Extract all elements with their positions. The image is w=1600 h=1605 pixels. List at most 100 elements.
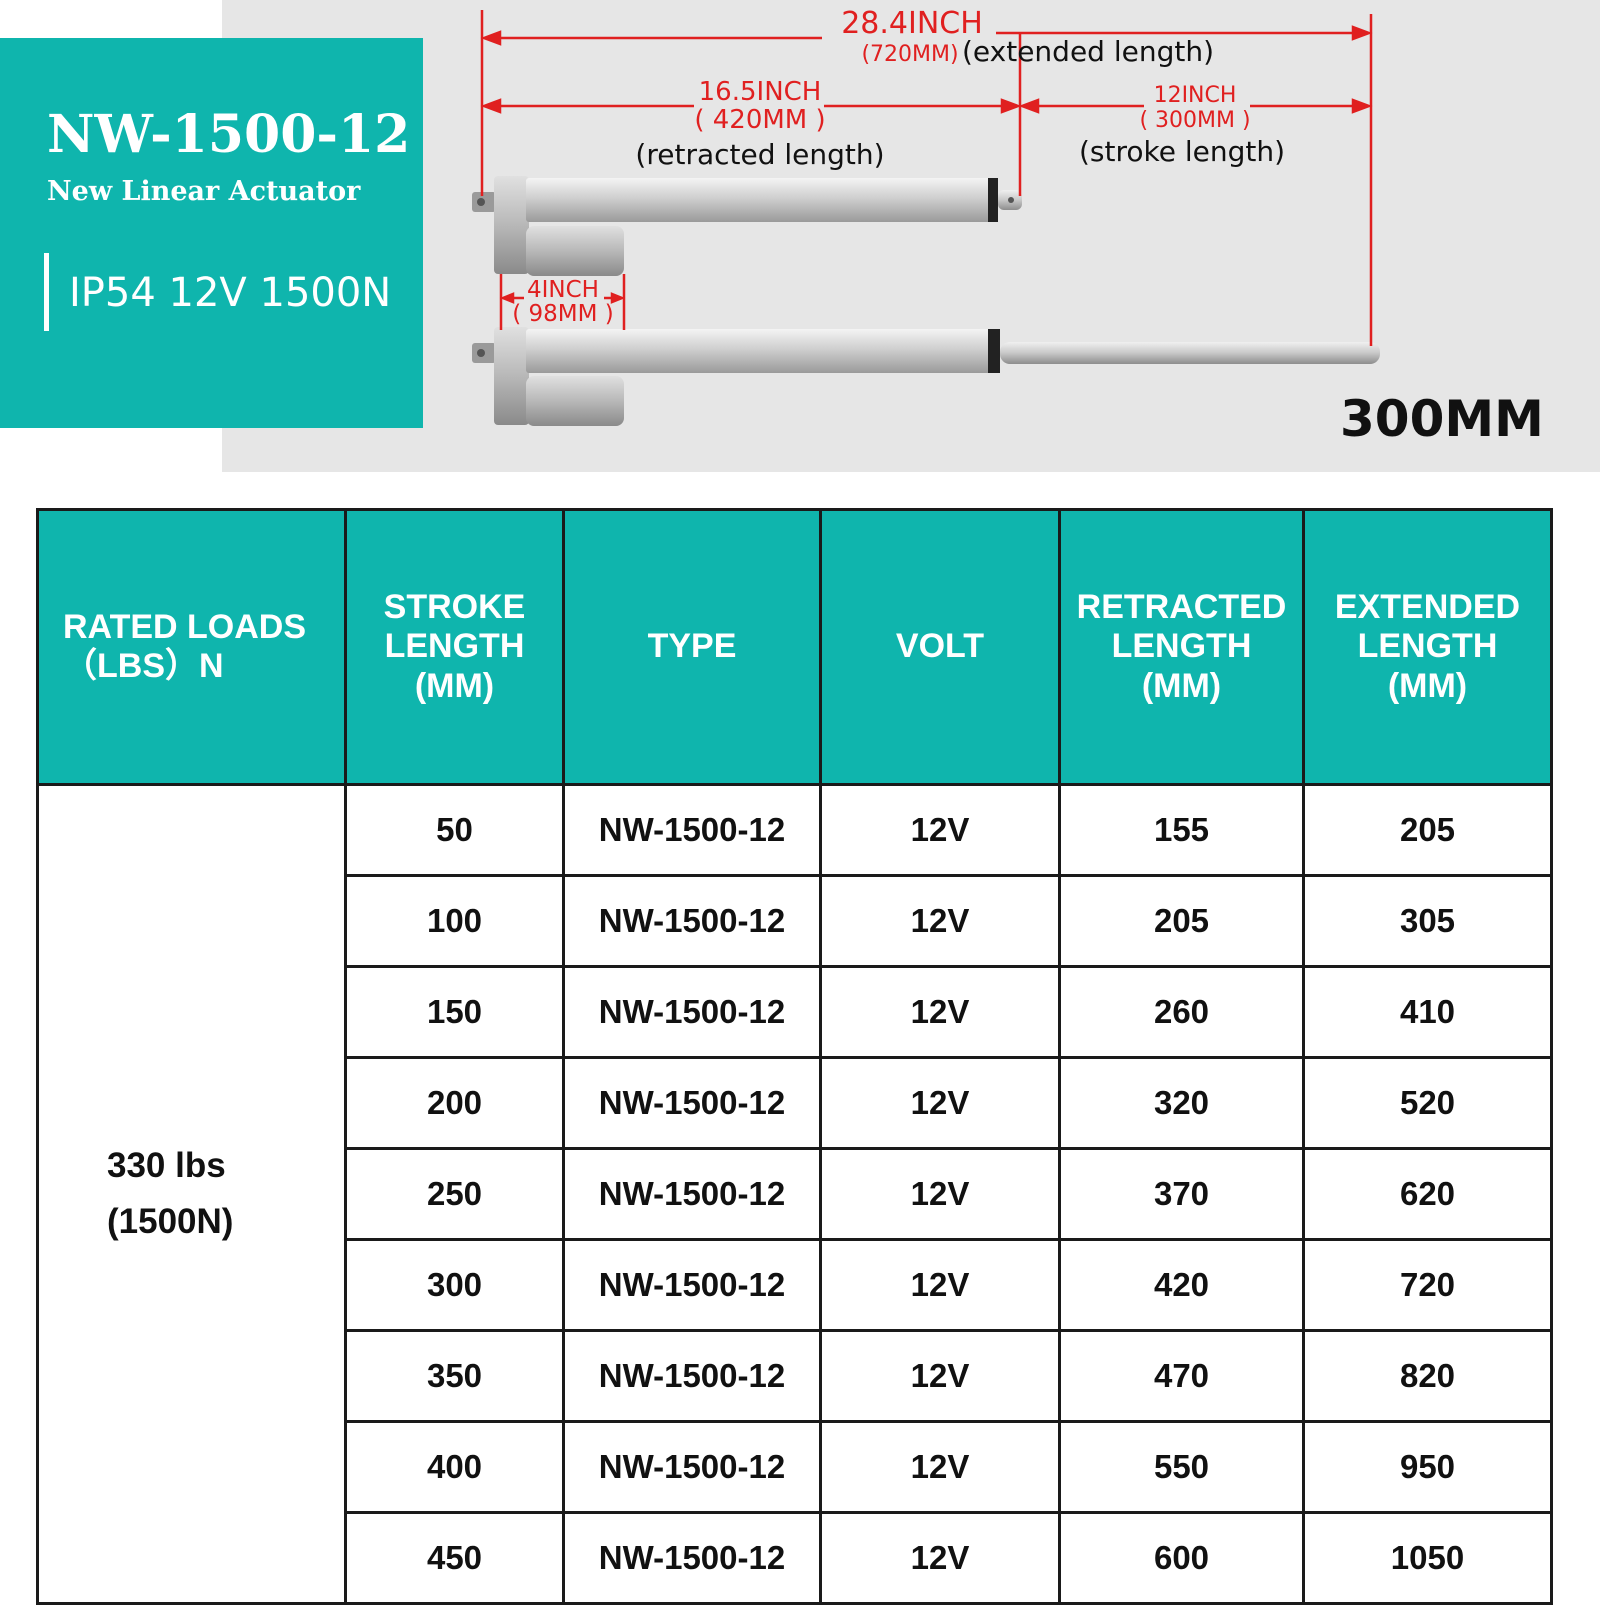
- arrow-head: [480, 30, 502, 46]
- rod-hole: [1008, 197, 1014, 203]
- volt-cell: 12V: [819, 1420, 1061, 1514]
- volt-cell: 12V: [819, 1329, 1061, 1423]
- arrow-head: [1351, 98, 1373, 114]
- retracted-length-inch: 16.5INCH: [699, 77, 822, 107]
- outer-tube: [526, 178, 992, 222]
- mount-hole: [477, 349, 485, 357]
- accent-bar: [44, 253, 49, 331]
- type-cell: NW-1500-12: [562, 1420, 822, 1514]
- retracted-cell: 470: [1058, 1329, 1305, 1423]
- extended-length-inch: 28.4INCH: [841, 6, 983, 41]
- header-stroke-length: STROKE LENGTH (MM): [344, 508, 565, 786]
- table-row: 100 NW-1500-12 12V 205 305: [38, 874, 1553, 968]
- retracted-cell: 600: [1058, 1511, 1305, 1605]
- actuator-extended: [472, 327, 1380, 426]
- table-row: 250 NW-1500-12 12V 370 620: [38, 1147, 1553, 1241]
- type-cell: NW-1500-12: [562, 1147, 822, 1241]
- header-rated-loads: RATED LOADS （LBS）N: [36, 508, 347, 786]
- stroke-cell: 350: [344, 1329, 565, 1423]
- stroke-cell: 450: [344, 1511, 565, 1605]
- extended-length-mm: (720MM): [861, 42, 958, 67]
- table-row: 450 NW-1500-12 12V 600 1050: [38, 1511, 1553, 1605]
- header-retracted-length: RETRACTED LENGTH (MM): [1058, 508, 1305, 786]
- volt-cell: 12V: [819, 1147, 1061, 1241]
- extended-cell: 950: [1302, 1420, 1553, 1514]
- arrow-head: [480, 98, 502, 114]
- table-row: 150 NW-1500-12 12V 260 410: [38, 965, 1553, 1059]
- volt-cell: 12V: [819, 965, 1061, 1059]
- actuator-retracted: [472, 176, 1022, 276]
- table-row: 200 NW-1500-12 12V 320 520: [38, 1056, 1553, 1150]
- motor-body: [526, 226, 624, 276]
- actuator-dimension-diagram: 28.4INCH (720MM) (extended length) 16.5I…: [472, 6, 1380, 426]
- stroke-cell: 200: [344, 1056, 565, 1150]
- volt-cell: 12V: [819, 1511, 1061, 1605]
- extended-cell: 720: [1302, 1238, 1553, 1332]
- volt-cell: 12V: [819, 874, 1061, 968]
- stroke-length-inch: 12INCH: [1154, 83, 1237, 108]
- end-cap: [988, 178, 998, 222]
- type-cell: NW-1500-12: [562, 1329, 822, 1423]
- extended-rod: [1000, 342, 1380, 364]
- retracted-cell: 205: [1058, 874, 1305, 968]
- stroke-cell: 400: [344, 1420, 565, 1514]
- retracted-cell: 370: [1058, 1147, 1305, 1241]
- retracted-length-label: (retracted length): [635, 138, 884, 171]
- table-row: 300 NW-1500-12 12V 420 720: [38, 1238, 1553, 1332]
- table-row: 400 NW-1500-12 12V 550 950: [38, 1420, 1553, 1514]
- extended-cell: 410: [1302, 965, 1553, 1059]
- gearbox-housing: [494, 176, 529, 274]
- table-body: 330 lbs (1500N) 50 NW-1500-12 12V 155 20…: [36, 783, 1553, 1605]
- extended-cell: 1050: [1302, 1511, 1553, 1605]
- table-header-row: RATED LOADS （LBS）N STROKE LENGTH (MM) TY…: [36, 508, 1553, 786]
- dimension-lines: [480, 10, 1373, 346]
- stroke-callout: 300MM: [1340, 390, 1544, 448]
- model-title: NW-1500-12: [47, 104, 411, 165]
- extended-cell: 205: [1302, 783, 1553, 877]
- mount-hole: [477, 198, 485, 206]
- gap-mm: ( 98MM ): [512, 301, 614, 327]
- volt-cell: 12V: [819, 783, 1061, 877]
- spec-summary: IP54 12V 1500N: [69, 270, 392, 316]
- volt-cell: 12V: [819, 1238, 1061, 1332]
- table-row: 350 NW-1500-12 12V 470 820: [38, 1329, 1553, 1423]
- gearbox-housing: [494, 327, 529, 425]
- volt-cell: 12V: [819, 1056, 1061, 1150]
- type-cell: NW-1500-12: [562, 1056, 822, 1150]
- arrow-head: [1018, 98, 1040, 114]
- title-banner: NW-1500-12 New Linear Actuator IP54 12V …: [0, 38, 423, 428]
- table-row: 330 lbs (1500N) 50 NW-1500-12 12V 155 20…: [36, 783, 1553, 1605]
- stroke-cell: 100: [344, 874, 565, 968]
- retracted-cell: 420: [1058, 1238, 1305, 1332]
- stroke-cell: 250: [344, 1147, 565, 1241]
- rated-load-cell: 330 lbs (1500N): [36, 783, 347, 1605]
- header-extended-length: EXTENDED LENGTH (MM): [1302, 508, 1553, 786]
- extended-cell: 305: [1302, 874, 1553, 968]
- stroke-length-label: (stroke length): [1079, 135, 1285, 168]
- type-cell: NW-1500-12: [562, 874, 822, 968]
- retracted-cell: 550: [1058, 1420, 1305, 1514]
- product-subtitle: New Linear Actuator: [47, 176, 361, 207]
- end-cap: [988, 329, 1000, 373]
- outer-tube: [526, 329, 992, 373]
- header-volt: VOLT: [819, 508, 1061, 786]
- extended-cell: 520: [1302, 1056, 1553, 1150]
- extended-cell: 820: [1302, 1329, 1553, 1423]
- stroke-cell: 300: [344, 1238, 565, 1332]
- stroke-cell: 150: [344, 965, 565, 1059]
- gap-inch: 4INCH: [527, 277, 599, 303]
- arrow-head: [1351, 25, 1373, 41]
- extended-length-label: (extended length): [962, 35, 1214, 68]
- extended-cell: 620: [1302, 1147, 1553, 1241]
- retracted-cell: 320: [1058, 1056, 1305, 1150]
- stroke-length-mm: ( 300MM ): [1139, 108, 1250, 133]
- stroke-cell: 50: [344, 783, 565, 877]
- type-cell: NW-1500-12: [562, 1511, 822, 1605]
- motor-body: [526, 376, 624, 426]
- header-type: TYPE: [562, 508, 822, 786]
- type-cell: NW-1500-12: [562, 1238, 822, 1332]
- type-cell: NW-1500-12: [562, 783, 822, 877]
- spec-table: RATED LOADS （LBS）N STROKE LENGTH (MM) TY…: [36, 508, 1553, 1605]
- arrow-head: [499, 292, 515, 304]
- retracted-cell: 155: [1058, 783, 1305, 877]
